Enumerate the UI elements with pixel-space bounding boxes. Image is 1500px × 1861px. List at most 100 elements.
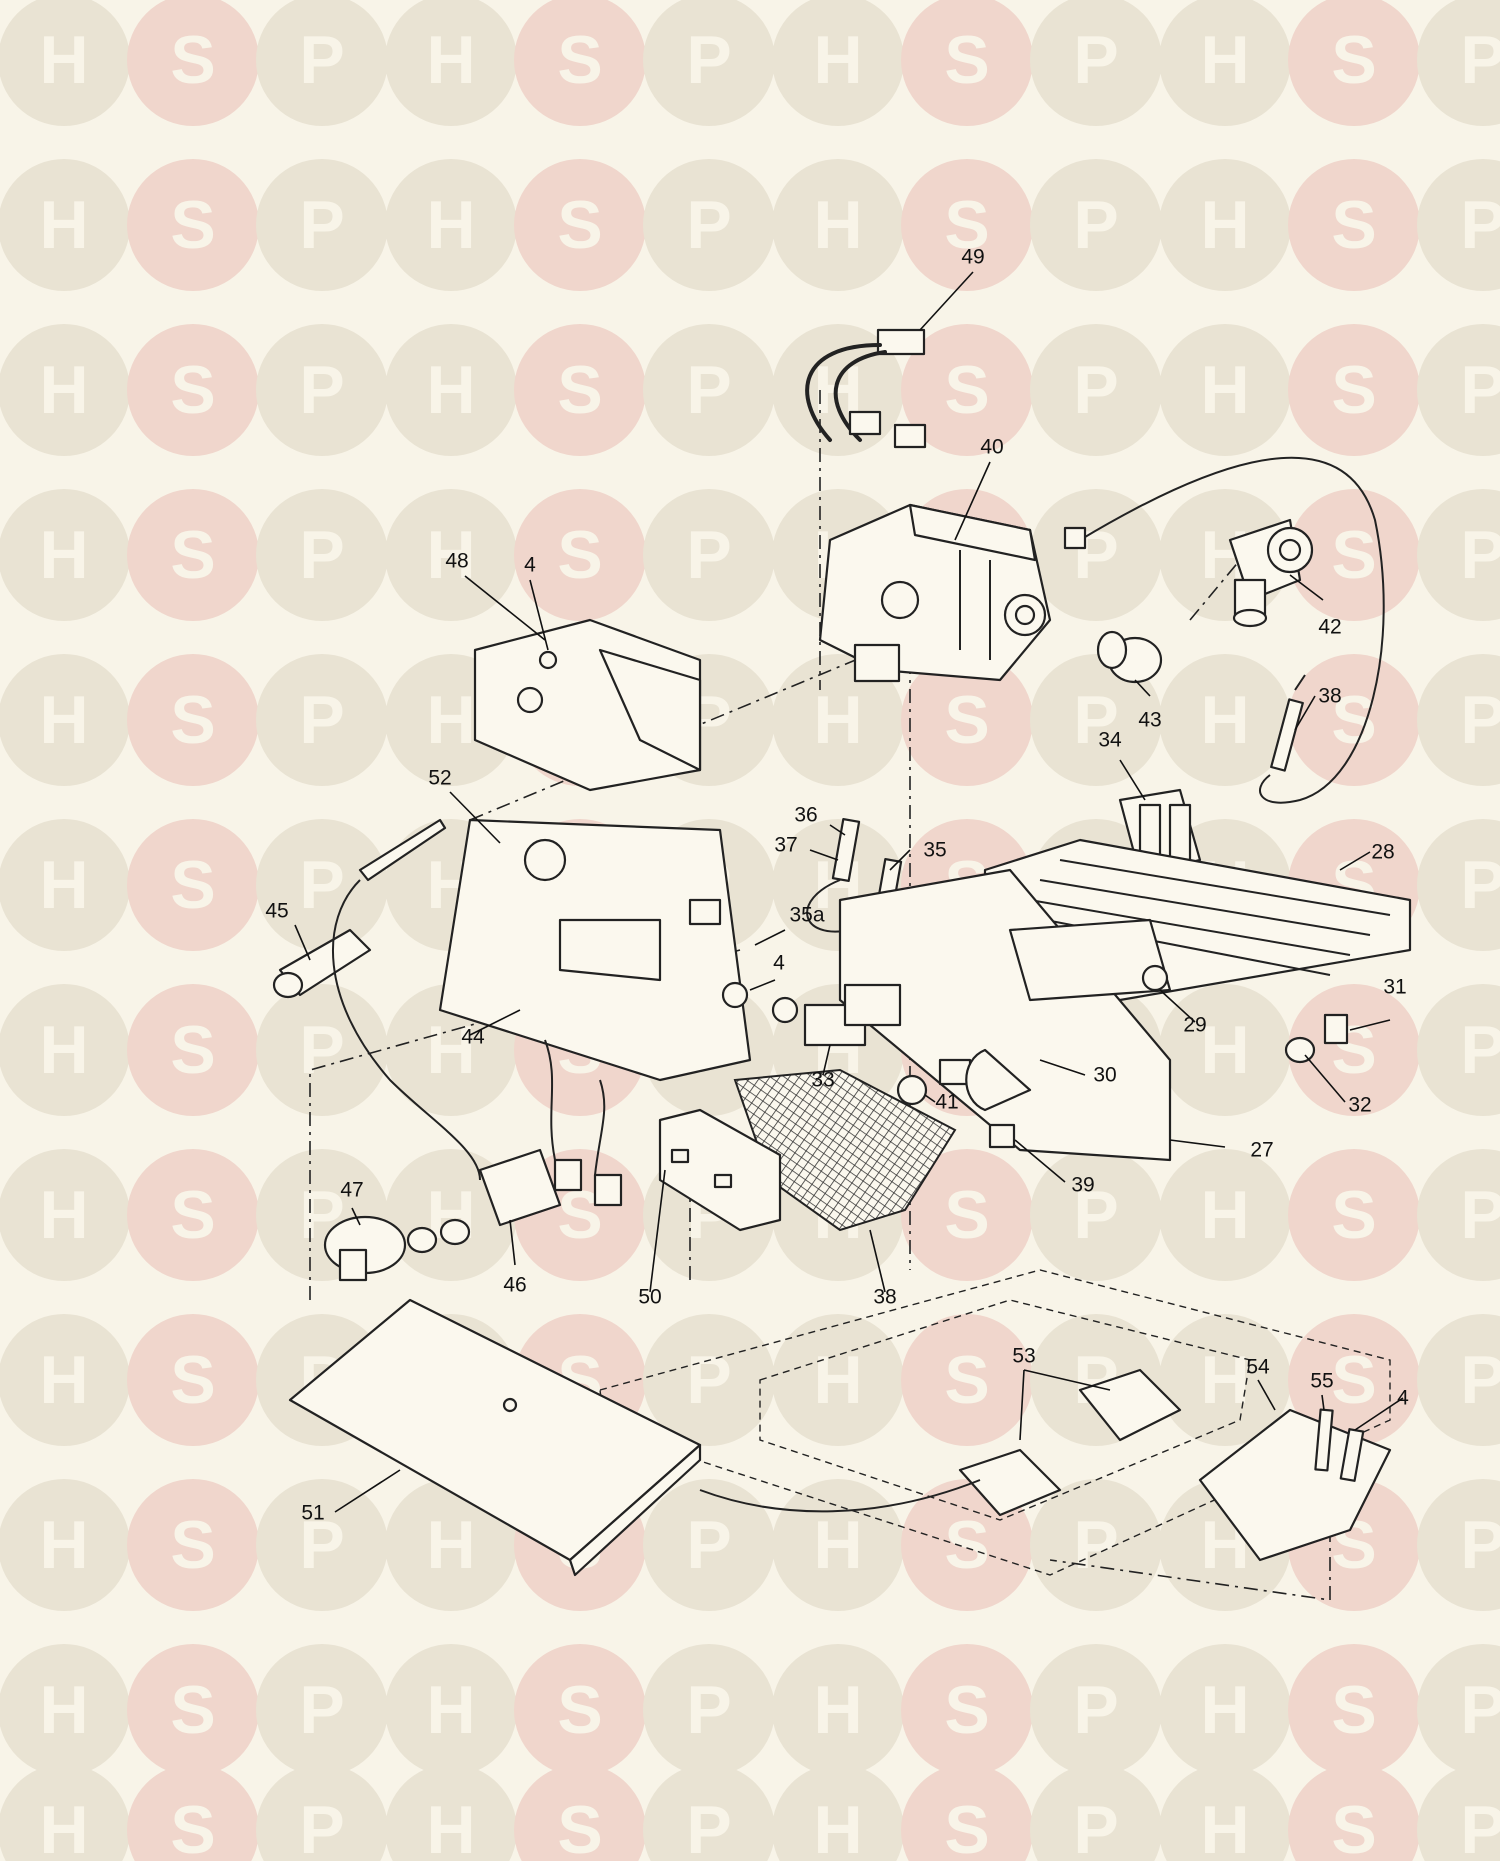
watermark-circle xyxy=(256,489,388,621)
watermark-letter: H xyxy=(1200,352,1249,428)
watermark-circle xyxy=(256,984,388,1116)
watermark-circle xyxy=(127,489,259,621)
watermark-circle xyxy=(772,1644,904,1776)
watermark-letter: S xyxy=(557,1672,602,1748)
callout-number-47: 47 xyxy=(340,1179,363,1202)
watermark-letter: S xyxy=(170,1177,215,1253)
callout-number-40: 40 xyxy=(980,436,1003,459)
watermark-circle xyxy=(1159,1314,1291,1446)
watermark-letter: S xyxy=(944,682,989,758)
part-54-cover-plate xyxy=(1198,1408,1392,1562)
watermark-letter: P xyxy=(1073,1177,1118,1253)
watermark-circle xyxy=(256,1764,388,1861)
watermark-circle xyxy=(385,489,517,621)
watermark-circle xyxy=(127,984,259,1116)
watermark-circle xyxy=(901,0,1033,126)
part-44-chassis-plate xyxy=(438,818,799,1082)
watermark-letter: H xyxy=(813,187,862,263)
watermark-letter: P xyxy=(1460,1012,1500,1088)
watermark-circle xyxy=(1030,159,1162,291)
callout-number-38: 38 xyxy=(1318,685,1341,708)
watermark-letter: P xyxy=(1460,517,1500,593)
part-33-terminal-block xyxy=(803,983,902,1047)
watermark-letter: H xyxy=(39,1342,88,1418)
watermark-letter: S xyxy=(944,1672,989,1748)
watermark-circle xyxy=(901,1314,1033,1446)
callout-number-27: 27 xyxy=(1250,1139,1273,1162)
part-43-union-nut xyxy=(1096,630,1163,684)
watermark-letter: S xyxy=(944,1507,989,1583)
watermark-circle xyxy=(772,1314,904,1446)
watermark-letter: P xyxy=(299,1507,344,1583)
assembly-line-7 xyxy=(1049,1470,1331,1601)
watermark-letter: P xyxy=(1460,847,1500,923)
watermark-letter: H xyxy=(813,1672,862,1748)
watermark-letter: H xyxy=(39,847,88,923)
watermark-circle xyxy=(514,324,646,456)
watermark-letter: P xyxy=(1073,682,1118,758)
housing-inner-outline xyxy=(759,1299,1251,1521)
watermark-circle xyxy=(1288,159,1420,291)
watermark-letter: H xyxy=(39,517,88,593)
watermark-circle xyxy=(1417,1644,1500,1776)
watermark-letter: H xyxy=(39,22,88,98)
watermark-letter: H xyxy=(39,1177,88,1253)
watermark-letter: S xyxy=(944,187,989,263)
watermark-circle xyxy=(385,159,517,291)
watermark-letter: H xyxy=(1200,1792,1249,1861)
callout-number-4: 4 xyxy=(524,554,536,577)
watermark-letter: S xyxy=(557,1792,602,1861)
watermark-letter: H xyxy=(1200,187,1249,263)
watermark-circle xyxy=(256,159,388,291)
callout-number-52: 52 xyxy=(428,767,451,790)
part-41-o-ring xyxy=(896,1074,928,1106)
watermark-circle xyxy=(1030,489,1162,621)
watermark-circle xyxy=(0,324,130,456)
watermark-circle xyxy=(1159,0,1291,126)
watermark-circle xyxy=(1159,324,1291,456)
watermark-circle xyxy=(1417,984,1500,1116)
watermark-circle xyxy=(256,1644,388,1776)
watermark-letter: P xyxy=(299,352,344,428)
watermark-circle xyxy=(0,1149,130,1281)
watermark-letter: H xyxy=(426,517,475,593)
watermark-letter: P xyxy=(299,1792,344,1861)
watermark-circle xyxy=(901,654,1033,786)
watermark-letter: H xyxy=(39,682,88,758)
part-39-clip xyxy=(988,1123,1016,1149)
watermark-letter: S xyxy=(1331,187,1376,263)
watermark-letter: H xyxy=(426,22,475,98)
watermark-letter: H xyxy=(39,187,88,263)
watermark-circle xyxy=(1417,324,1500,456)
watermark-letter: P xyxy=(1460,1507,1500,1583)
watermark-letter: P xyxy=(1460,187,1500,263)
watermark-circle xyxy=(514,1764,646,1861)
part-48-control-cover xyxy=(473,618,702,792)
watermark-circle xyxy=(1030,1764,1162,1861)
watermark-circle xyxy=(1159,159,1291,291)
callout-number-37: 37 xyxy=(774,834,797,857)
callout-number-42: 42 xyxy=(1318,616,1341,639)
watermark-letter: H xyxy=(813,682,862,758)
watermark-letter: S xyxy=(557,22,602,98)
callout-number-29: 29 xyxy=(1183,1014,1206,1037)
watermark-letter: P xyxy=(1460,22,1500,98)
watermark-circle xyxy=(643,1479,775,1611)
watermark-circle xyxy=(1030,654,1162,786)
watermark-letter: P xyxy=(299,847,344,923)
callout-number-32: 32 xyxy=(1348,1094,1371,1117)
watermark-circle xyxy=(1288,0,1420,126)
watermark-circle xyxy=(1417,654,1500,786)
watermark-letter: S xyxy=(170,1012,215,1088)
watermark-letter: S xyxy=(170,352,215,428)
watermark-letter: P xyxy=(686,187,731,263)
sensor-lead-nut xyxy=(1063,526,1087,550)
watermark-circle xyxy=(385,0,517,126)
watermark-letter: H xyxy=(426,1672,475,1748)
watermark-letter: P xyxy=(686,352,731,428)
part-45-piezo-igniter xyxy=(272,818,481,1181)
part-51-front-panel xyxy=(288,1298,702,1577)
watermark-circle xyxy=(1030,324,1162,456)
